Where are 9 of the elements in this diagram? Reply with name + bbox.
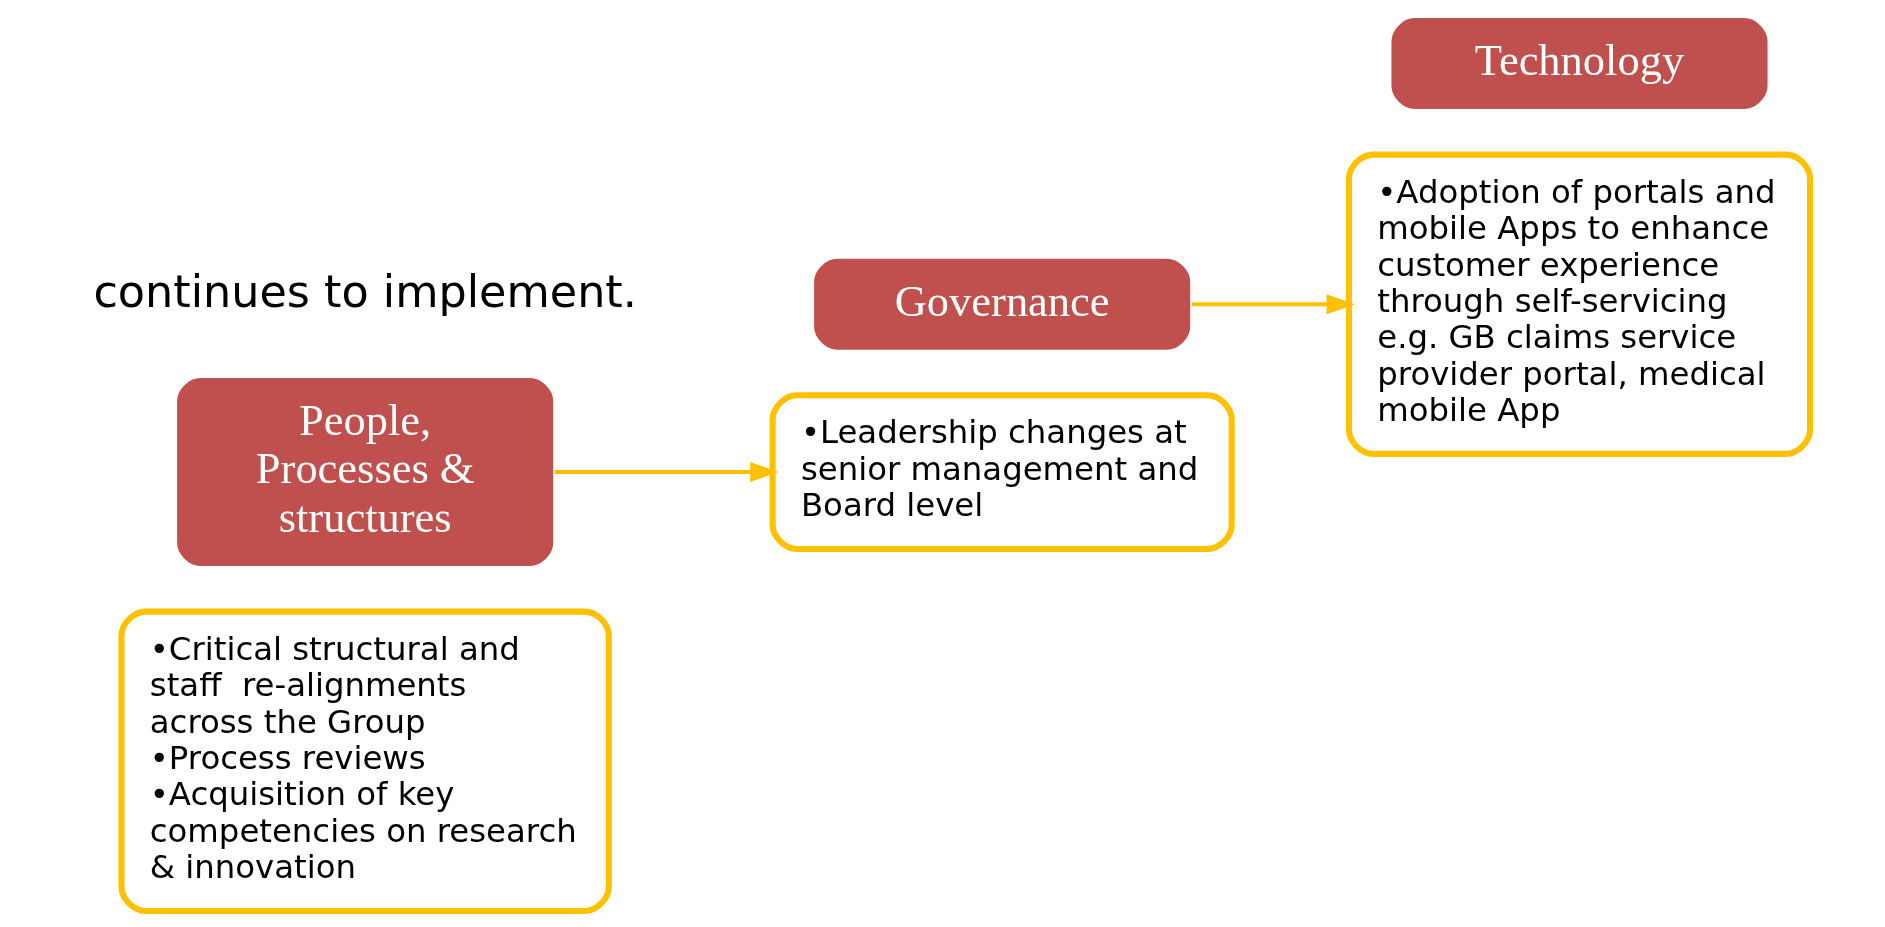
node-box: People, Processes & structures [175, 375, 556, 568]
arrow [1191, 293, 1355, 314]
arrow [554, 461, 779, 482]
node-box: Technology [1389, 15, 1770, 111]
node-box: •Leadership changes at senior management and Board level [769, 391, 1235, 552]
node-box: •Adoption of portals and mobile Apps to enhance customer experience through self-servicing e.g. GB claims service provider portal, medical mobile App [1345, 151, 1814, 457]
node-box: Governance [812, 256, 1193, 352]
node-box: •Critical structural and staff re-alignments across the Group •Process reviews •Acquisition of key competencies on research & innovation [118, 608, 612, 914]
label: continues to implement. [93, 265, 637, 317]
